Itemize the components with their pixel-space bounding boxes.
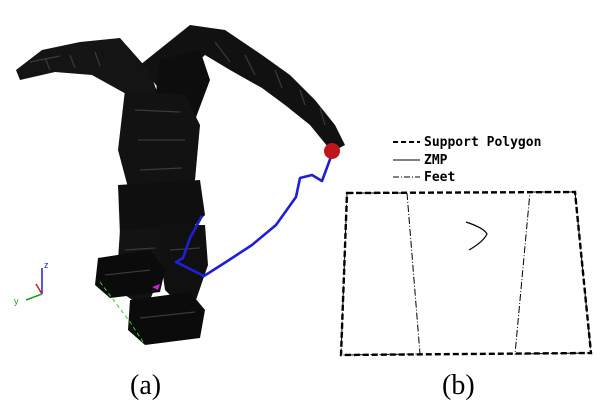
- zmp-trajectory: [174, 153, 334, 278]
- feet-outlines: [340, 191, 592, 356]
- caption-b: (b): [442, 370, 475, 401]
- legend-support-polygon-label: Support Polygon: [424, 135, 541, 150]
- panel-a-robot: z y: [14, 25, 345, 346]
- caption-a: (a): [130, 370, 162, 401]
- foot-right-outline: [514, 191, 592, 355]
- legend-feet-label: Feet: [424, 170, 455, 185]
- axis-z-label: z: [44, 260, 49, 270]
- support-polygon: [339, 190, 593, 357]
- com-marker: [152, 284, 160, 290]
- coordinate-axes: z y: [14, 260, 49, 306]
- robot-left-arm: [16, 38, 160, 100]
- robot-detail-lines: [29, 41, 326, 319]
- robot-hips: [118, 180, 205, 235]
- robot-torso: [118, 90, 200, 200]
- zmp-trajectory-plot: [465, 221, 488, 251]
- foot-left-outline: [340, 192, 421, 356]
- foot-support-outline: [99, 281, 146, 346]
- legend: Support Polygon ZMP Feet: [393, 135, 541, 185]
- robot-right-foot: [128, 292, 205, 345]
- robot-left-foot: [95, 250, 165, 298]
- legend-zmp-label: ZMP: [424, 153, 448, 168]
- panel-b-plot: Support Polygon ZMP Feet: [339, 135, 593, 357]
- hand-marker: [324, 143, 340, 159]
- axis-y-label: y: [14, 296, 19, 306]
